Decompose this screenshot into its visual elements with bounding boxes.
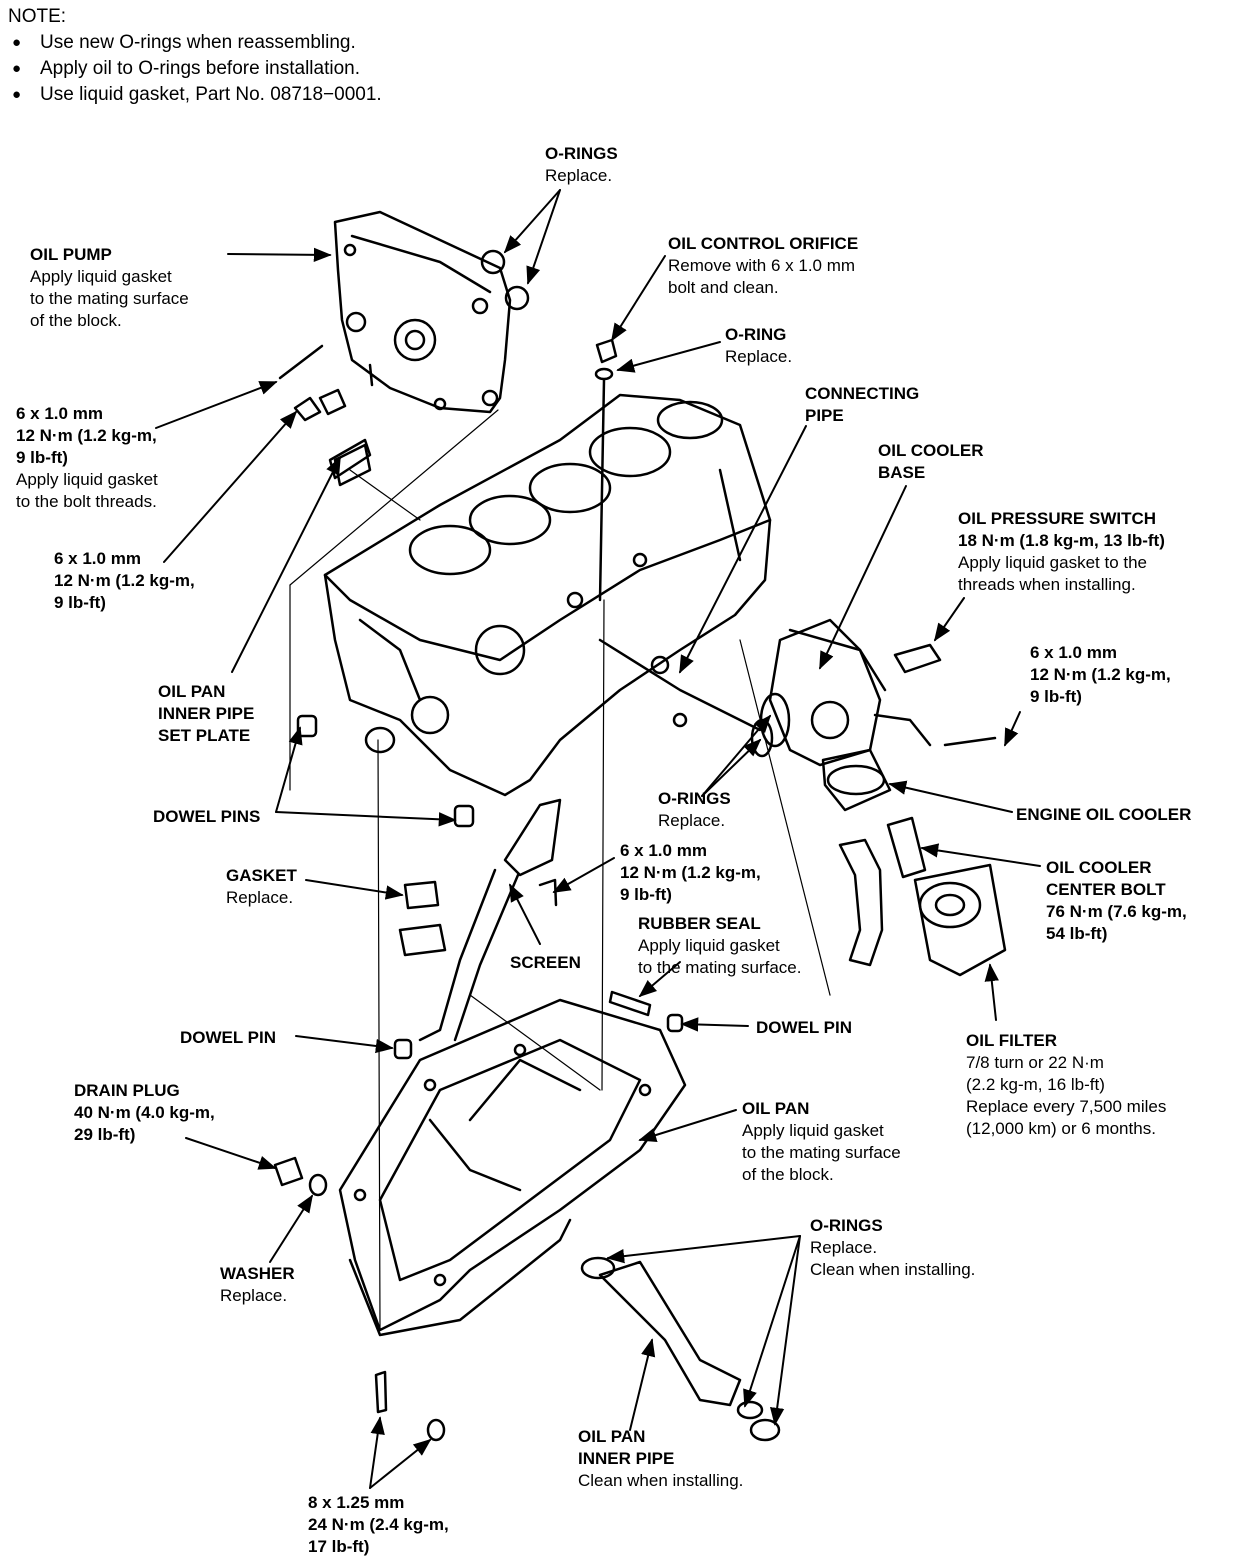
drain-plug-drawing — [273, 1156, 328, 1197]
engine-block-drawing — [323, 393, 772, 797]
note-item: Use liquid gasket, Part No. 08718−0001. — [8, 82, 382, 108]
oil-pump-drawing — [333, 210, 530, 414]
callout-oil-cooler-center-bolt: OIL COOLER CENTER BOLT 76 N·m (7.6 kg-m,… — [1046, 858, 1187, 943]
callout-oil-control-orifice: OIL CONTROL ORIFICE Remove with 6 x 1.0 … — [668, 234, 859, 297]
callout-drain-plug: DRAIN PLUG 40 N·m (4.0 kg-m, 29 lb-ft) — [74, 1081, 215, 1144]
note-item: Apply oil to O-rings before installation… — [8, 56, 382, 82]
callout-washer: WASHER Replace. — [220, 1264, 295, 1305]
oil-pan-inner-pipe-drawing — [580, 1256, 781, 1442]
callout-connecting-pipe: CONNECTING PIPE — [805, 384, 920, 425]
oil-pan-drawing — [338, 998, 687, 1337]
callout-gasket: GASKET Replace. — [226, 866, 297, 907]
callout-dowel-pins: DOWEL PINS — [153, 807, 261, 826]
callout-dowel-pin-right: DOWEL PIN — [756, 1018, 853, 1037]
pan-bolts-drawing — [374, 1370, 446, 1442]
oil-cooler-assembly-drawing — [750, 618, 1007, 977]
note-item: Use new O-rings when reassembling. — [8, 30, 382, 56]
callout-oil-filter: OIL FILTER 7/8 turn or 22 N·m (2.2 kg-m,… — [966, 1031, 1167, 1138]
callout-oil-pan: OIL PAN Apply liquid gasket to the matin… — [742, 1099, 901, 1184]
note-heading: NOTE: — [8, 6, 67, 27]
callout-o-rings-base: O-RINGS Replace. — [658, 789, 731, 830]
leader-lines — [155, 189, 1041, 1489]
alignment-lines — [289, 409, 831, 1331]
upper-bolts-drawing — [278, 344, 372, 480]
callout-engine-oil-cooler: ENGINE OIL COOLER — [1016, 805, 1192, 824]
callout-o-rings-top: O-RINGS Replace. — [545, 144, 618, 185]
callout-bolt-screen: 6 x 1.0 mm 12 N·m (1.2 kg-m, 9 lb-ft) — [620, 841, 761, 904]
callout-rubber-seal: RUBBER SEAL Apply liquid gasket to the m… — [638, 914, 802, 977]
callout-dowel-pin-left: DOWEL PIN — [180, 1028, 277, 1047]
callout-oil-pump: OIL PUMP Apply liquid gasket to the mati… — [30, 245, 189, 330]
callout-bolt-pump: 6 x 1.0 mm 12 N·m (1.2 kg-m, 9 lb-ft) Ap… — [16, 404, 158, 511]
oil-screen-drawing — [398, 798, 562, 1042]
callout-o-rings-pipe: O-RINGS Replace. Clean when installing. — [810, 1216, 976, 1279]
callout-set-plate: OIL PAN INNER PIPE SET PLATE — [158, 682, 255, 745]
callout-screen: SCREEN — [510, 953, 581, 972]
callout-bolt-pan: 8 x 1.25 mm 24 N·m (2.4 kg-m, 17 lb-ft) — [308, 1493, 449, 1556]
callout-bolt-cooler-base: 6 x 1.0 mm 12 N·m (1.2 kg-m, 9 lb-ft) — [1030, 643, 1171, 706]
callout-oil-pan-inner-pipe: OIL PAN INNER PIPE Clean when installing… — [578, 1427, 744, 1490]
note-block: NOTE: Use new O-rings when reassembling.… — [8, 4, 382, 108]
callout-o-ring-orifice: O-RING Replace. — [725, 325, 793, 366]
rubber-seal-drawing — [608, 990, 652, 1017]
callout-bolt-set-plate: 6 x 1.0 mm 12 N·m (1.2 kg-m, 9 lb-ft) — [54, 549, 195, 612]
oil-control-orifice-drawing — [594, 338, 618, 602]
callout-oil-pressure-switch: OIL PRESSURE SWITCH 18 N·m (1.8 kg-m, 13… — [958, 509, 1165, 594]
callout-oil-cooler-base: OIL COOLER BASE — [878, 441, 984, 482]
